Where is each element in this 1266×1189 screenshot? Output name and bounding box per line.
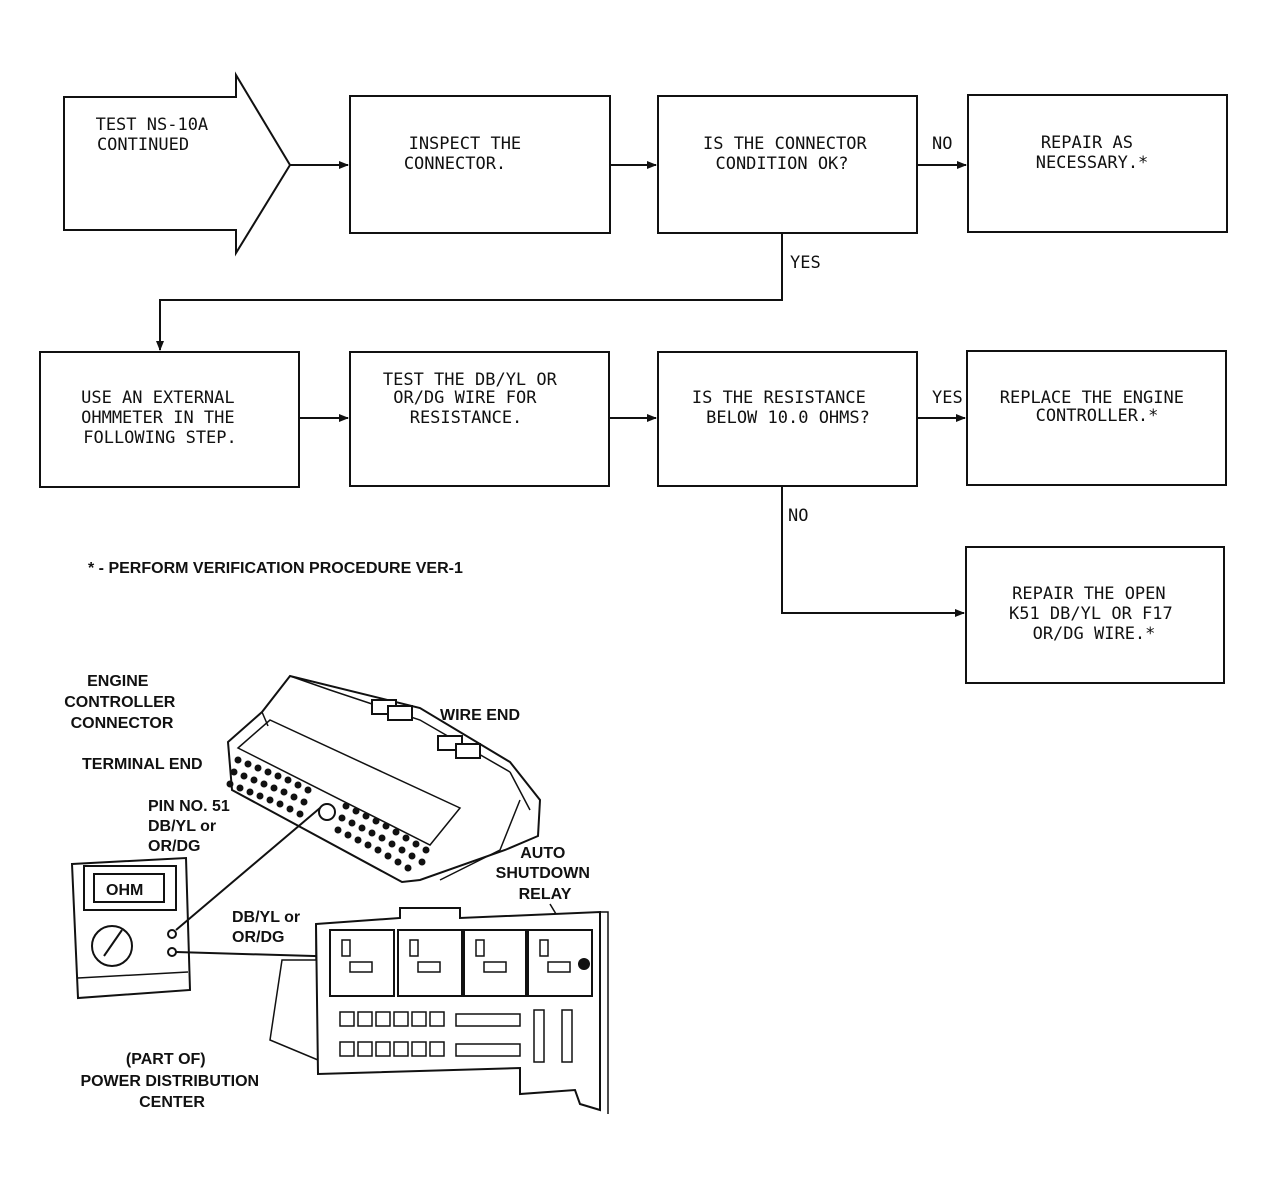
repair-open-line-2: K51 DB/YL OR F17: [1009, 604, 1173, 624]
relay-label-3: RELAY: [519, 886, 572, 903]
test-wire-box: TEST THE DB/YL OR OR/DG WIRE FOR RESISTA…: [349, 351, 610, 487]
meter-jack-2: [167, 947, 177, 957]
pin-label-1: PIN NO. 51: [148, 798, 230, 815]
ohmmeter-line-3: FOLLOWING STEP.: [83, 428, 237, 448]
svg-text:PIN NO. 51 DB/YL or: PIN NO. 51 DB/YL or OR/DG: [148, 798, 234, 855]
decision1-line-2: CONDITION OK?: [715, 154, 848, 174]
repair-open-box: REPAIR THE OPEN K51 DB/YL OR F17 OR/DG W…: [965, 546, 1225, 684]
svg-text:DB/YL or OR/DG: DB/YL or OR/DG: [232, 909, 305, 946]
engine-controller-connector: [226, 674, 542, 884]
replace-line-2: CONTROLLER.*: [1036, 406, 1159, 426]
start-line-2: CONTINUED: [97, 135, 189, 155]
external-ohmmeter-box: USE AN EXTERNAL OHMMETER IN THE FOLLOWIN…: [39, 351, 300, 488]
wire-end-label: WIRE END: [440, 707, 520, 724]
repair1-line-2: NECESSARY.*: [1036, 153, 1149, 173]
test-wire-line-3: RESISTANCE.: [410, 408, 523, 428]
repair-as-necessary-box: REPAIR AS NECESSARY.*: [967, 94, 1228, 233]
svg-text:INSPECT THE CONNECTOR.: INSPECT THE CONNECTOR.: [404, 134, 532, 174]
replace-line-1: REPLACE THE ENGINE: [1000, 388, 1184, 408]
relay-label-1: AUTO: [520, 845, 565, 862]
svg-text:REPAIR AS NECESSARY.*: REPAIR AS NECESSARY.*: [1036, 133, 1149, 173]
pdc-label-2: POWER DISTRIBUTION: [80, 1073, 259, 1090]
connector-decision1-yes: [156, 233, 783, 351]
connector-title-2: CONTROLLER: [64, 694, 176, 711]
yes-label-2: YES: [932, 388, 963, 408]
wire-label-2: OR/DG: [232, 929, 284, 946]
inspect-line-1: INSPECT THE: [409, 134, 522, 154]
connector-title-3: CONNECTOR: [71, 715, 174, 732]
pin-label-3: OR/DG: [148, 838, 200, 855]
relay-label-2: SHUTDOWN: [496, 865, 590, 882]
pdc-label-1: (PART OF): [126, 1051, 206, 1068]
yes-label-1: YES: [790, 253, 821, 273]
wire-label-1: DB/YL or: [232, 909, 300, 926]
power-distribution-center: [269, 907, 609, 1114]
connector-title-1: ENGINE: [87, 673, 149, 690]
start-line-1: TEST NS-10A: [96, 115, 209, 135]
repair-open-line-3: OR/DG WIRE.*: [1033, 624, 1156, 644]
pdc-label-3: CENTER: [139, 1094, 205, 1111]
decision2-line-1: IS THE RESISTANCE: [692, 388, 866, 408]
connector-decision2-no: [781, 486, 965, 617]
svg-text:ENGINE CONTROLLER: ENGINE CONTROLLER CONNECTOR: [64, 673, 180, 732]
inspect-line-2: CONNECTOR.: [404, 154, 506, 174]
test-wire-line-2: OR/DG WIRE FOR: [393, 388, 537, 408]
footnote: * - PERFORM VERIFICATION PROCEDURE VER-1: [88, 560, 463, 577]
svg-text:USE AN EXTERNAL OHMMETER: USE AN EXTERNAL OHMMETER IN THE FOLLOWIN…: [81, 388, 245, 448]
ohmmeter: OHM: [70, 856, 192, 1000]
test-wire-line-1: TEST THE DB/YL OR: [383, 370, 558, 390]
inspect-box: INSPECT THE CONNECTOR.: [349, 95, 611, 234]
decision1-line-1: IS THE CONNECTOR: [703, 134, 868, 154]
terminal-end-label: TERMINAL END: [82, 756, 203, 773]
decision-resistance-box: IS THE RESISTANCE BELOW 10.0 OHMS?: [657, 351, 918, 487]
meter-display: OHM: [106, 882, 143, 899]
no-label-2: NO: [788, 506, 808, 526]
decision-connector-box: IS THE CONNECTOR CONDITION OK?: [657, 95, 918, 234]
svg-text:IS THE RESISTANCE BELOW: IS THE RESISTANCE BELOW 10.0 OHMS?: [692, 388, 876, 428]
svg-text:TEST NS-10A CONTINUED: TEST NS-10A CONTINUED: [96, 115, 219, 155]
no-label-1: NO: [932, 134, 952, 154]
decision2-line-2: BELOW 10.0 OHMS?: [706, 408, 870, 428]
pin-label-2: DB/YL or: [148, 818, 216, 835]
ohmmeter-line-1: USE AN EXTERNAL: [81, 388, 235, 408]
meter-jack-1: [167, 929, 177, 939]
svg-text:IS THE CONNECTOR CONDITI: IS THE CONNECTOR CONDITION OK?: [703, 134, 877, 174]
repair1-line-1: REPAIR AS: [1041, 133, 1133, 153]
illustration: ENGINE CONTROLLER CONNECTOR WIRE END TER…: [64, 673, 609, 1114]
svg-text:REPLACE THE ENGINE CONTR: REPLACE THE ENGINE CONTROLLER.*: [1000, 388, 1194, 426]
svg-text:TEST THE DB/YL OR OR/DG: TEST THE DB/YL OR OR/DG WIRE FOR RESISTA…: [383, 370, 567, 428]
probe-lead-pin: [175, 807, 321, 931]
start-arrow-shape: TEST NS-10A CONTINUED: [63, 71, 292, 257]
repair-open-line-1: REPAIR THE OPEN: [1012, 584, 1166, 604]
svg-text:REPAIR THE OPEN K51 DB/Y: REPAIR THE OPEN K51 DB/YL OR F17 OR/DG W…: [1009, 584, 1183, 644]
svg-text:(PART OF) POWER DISTRIBU: (PART OF) POWER DISTRIBUTION CENTER: [80, 1051, 263, 1111]
svg-text:AUTO SHUTDOWN RELA: AUTO SHUTDOWN RELAY: [496, 845, 595, 903]
ohmmeter-line-2: OHMMETER IN THE: [81, 408, 235, 428]
replace-controller-box: REPLACE THE ENGINE CONTROLLER.*: [966, 350, 1227, 486]
